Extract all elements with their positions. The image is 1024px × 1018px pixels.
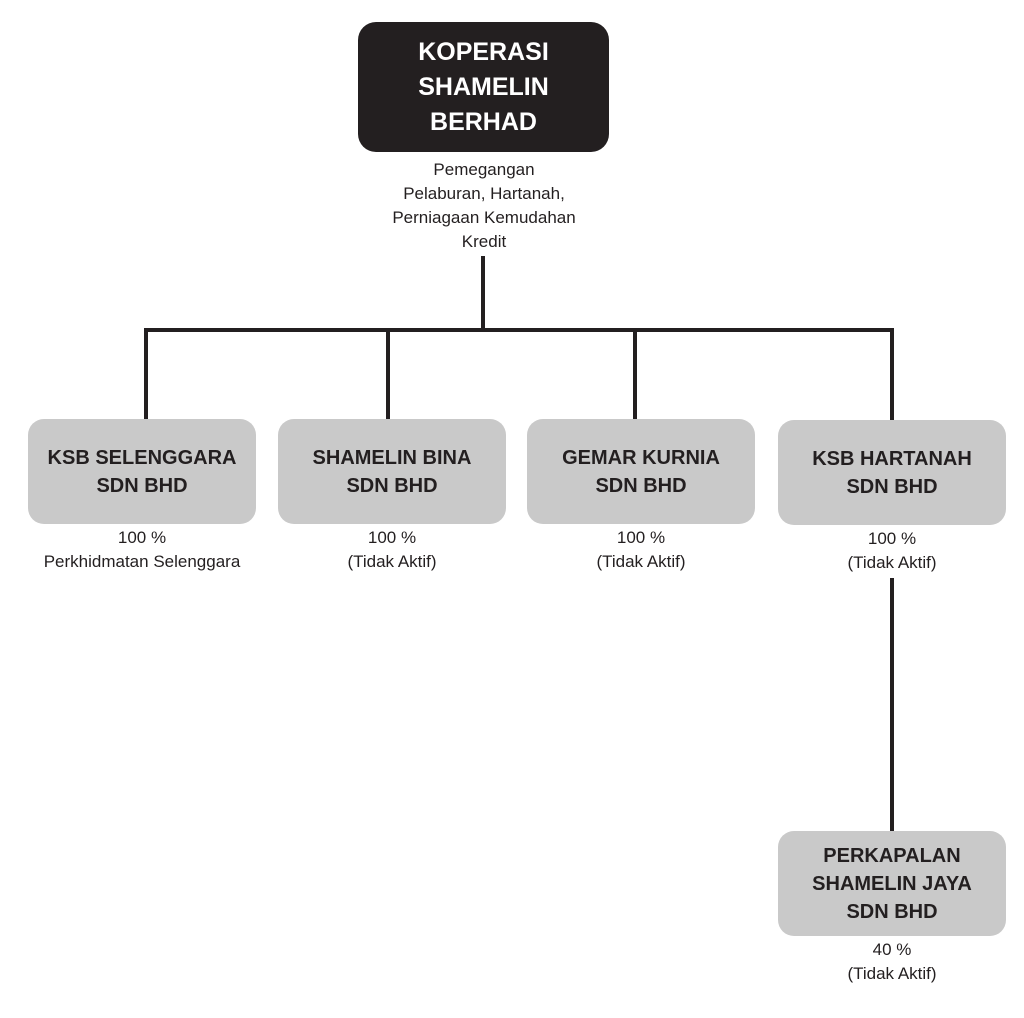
node-ksb-selenggara: KSB SELENGGARA SDN BHD — [28, 419, 256, 524]
node-status: (Tidak Aktif) — [847, 964, 937, 983]
caption-perkapalan-shamelin-jaya: 40 % (Tidak Aktif) — [762, 938, 1022, 986]
node-title-line: SDN BHD — [595, 474, 687, 497]
connector-child-1 — [144, 328, 148, 419]
connector-horizontal — [144, 328, 894, 332]
description-line: Perniagaan Kemudahan — [392, 208, 576, 227]
node-title-line: KSB SELENGGARA — [47, 446, 237, 469]
description-line: Kredit — [461, 232, 507, 251]
node-title-line: KSB HARTANAH — [812, 447, 972, 470]
connector-child-2 — [386, 328, 390, 419]
node-title-line: SHAMELIN JAYA — [812, 872, 972, 895]
ownership-percent: 100 % — [367, 528, 417, 547]
ownership-percent: 100 % — [117, 528, 167, 547]
caption-gemar-kurnia: 100 % (Tidak Aktif) — [511, 526, 771, 574]
connector-child-4 — [890, 328, 894, 421]
root-title-line: SHAMELIN — [418, 72, 549, 101]
node-title-line: SDN BHD — [846, 475, 938, 498]
root-title-line: KOPERASI — [418, 37, 549, 66]
node-perkapalan-shamelin-jaya: PERKAPALAN SHAMELIN JAYA SDN BHD — [778, 831, 1006, 936]
ownership-percent: 100 % — [616, 528, 666, 547]
node-title-line: SDN BHD — [846, 900, 938, 923]
caption-ksb-selenggara: 100 % Perkhidmatan Selenggara — [12, 526, 272, 574]
node-title-line: PERKAPALAN — [823, 844, 961, 867]
node-gemar-kurnia: GEMAR KURNIA SDN BHD — [527, 419, 755, 524]
node-title-line: GEMAR KURNIA — [562, 446, 720, 469]
description-line: Pelaburan, Hartanah, — [403, 184, 565, 203]
connector-subsidiary — [890, 578, 894, 831]
node-status: Perkhidmatan Selenggara — [43, 552, 241, 571]
node-title-line: SDN BHD — [96, 474, 188, 497]
root-description: Pemegangan Pelaburan, Hartanah, Perniaga… — [354, 158, 614, 254]
node-title-line: SHAMELIN BINA — [312, 446, 472, 469]
node-status: (Tidak Aktif) — [347, 552, 437, 571]
node-shamelin-bina: SHAMELIN BINA SDN BHD — [278, 419, 506, 524]
root-title-line: BERHAD — [430, 107, 537, 136]
connector-child-3 — [633, 328, 637, 419]
connector-root-down — [481, 256, 485, 332]
node-status: (Tidak Aktif) — [847, 553, 937, 572]
ownership-percent: 100 % — [867, 529, 917, 548]
caption-shamelin-bina: 100 % (Tidak Aktif) — [262, 526, 522, 574]
node-ksb-hartanah: KSB HARTANAH SDN BHD — [778, 420, 1006, 525]
description-line: Pemegangan — [433, 160, 535, 179]
caption-ksb-hartanah: 100 % (Tidak Aktif) — [762, 527, 1022, 575]
ownership-percent: 40 % — [872, 940, 912, 959]
node-status: (Tidak Aktif) — [596, 552, 686, 571]
root-node-koperasi-shamelin-berhad: KOPERASI SHAMELIN BERHAD — [358, 22, 609, 152]
node-title-line: SDN BHD — [346, 474, 438, 497]
